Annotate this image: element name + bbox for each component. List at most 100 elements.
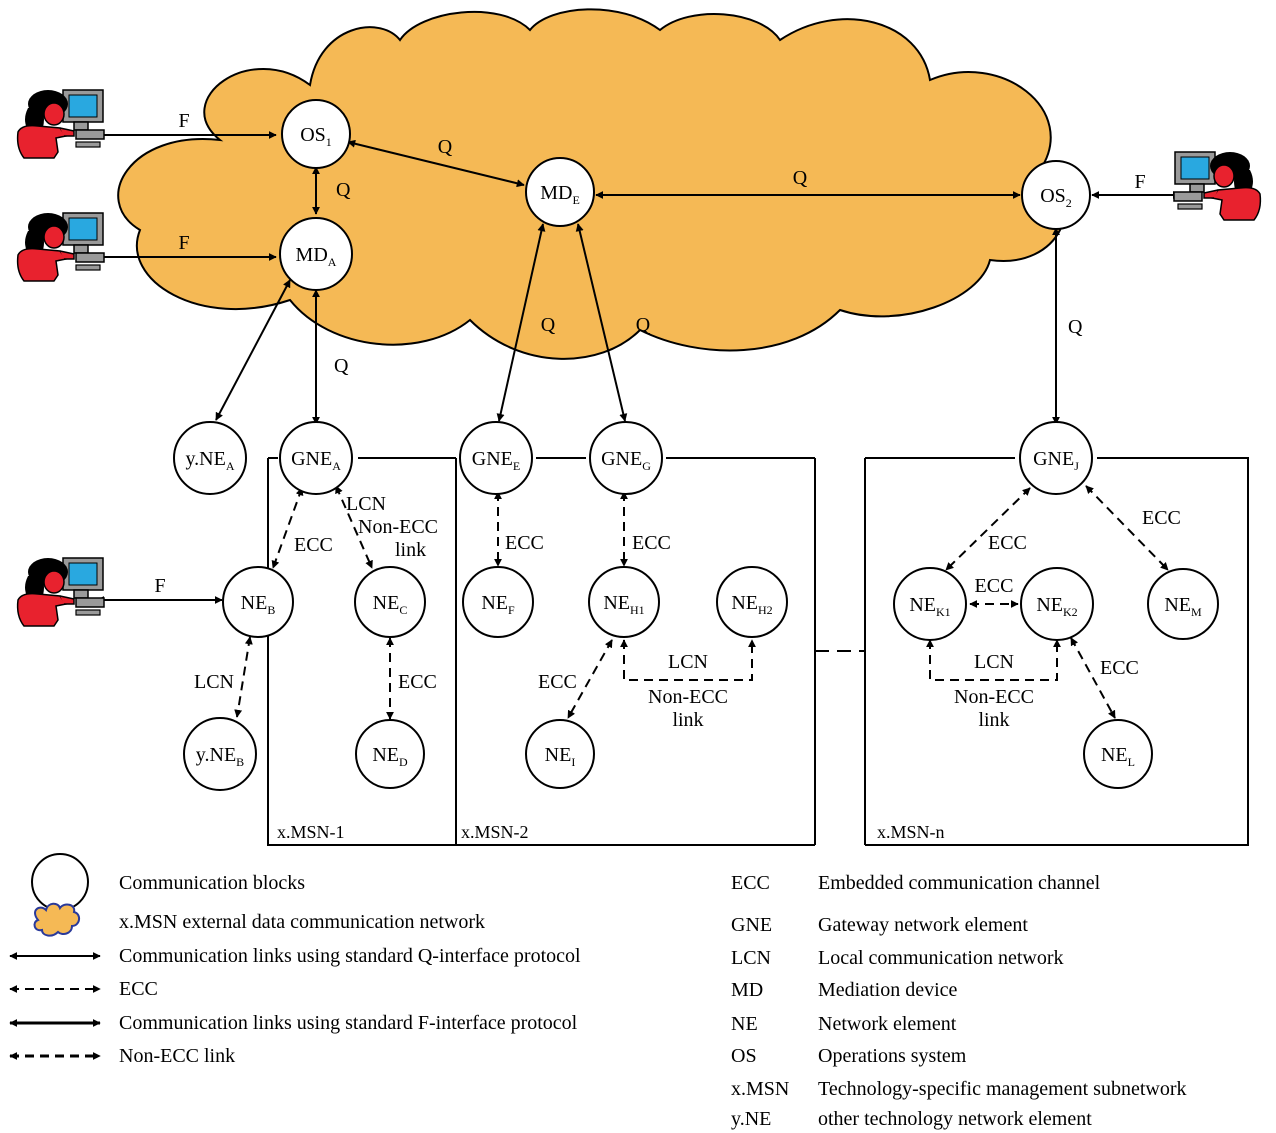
- node-label-ynb: y.NEB: [196, 744, 244, 769]
- node-yna: [173, 421, 247, 495]
- abbreviation-description: Technology-specific management subnetwor…: [818, 1078, 1186, 1100]
- link-label: ECC: [632, 532, 671, 554]
- legend-label-ecc: ECC: [119, 978, 158, 1000]
- node-nek2: [1020, 567, 1094, 641]
- subnetwork-label-msn1: x.MSN-1: [277, 822, 345, 842]
- link-label: LCN: [194, 671, 234, 693]
- node-nem: [1147, 568, 1219, 640]
- q-link-mde-gnee: [496, 223, 546, 422]
- node-gnee: [459, 421, 533, 495]
- abbreviation-term: OS: [731, 1045, 757, 1067]
- node-os2: [1021, 160, 1091, 230]
- abbreviation-term: NE: [731, 1013, 758, 1035]
- node-labels: OS1 MDA MDE OS2 y.NEA GNEA GNEE GNEG GNE…: [185, 124, 1202, 769]
- abbreviation-description: Embedded communication channel: [818, 872, 1101, 894]
- link-label: ECC: [1142, 507, 1181, 529]
- abbreviation-list: ECC Embedded communication channel GNE G…: [731, 872, 1186, 1130]
- cloud-icon: [33, 902, 80, 937]
- node-label-gnee: GNEE: [472, 448, 520, 473]
- node-label-gnea: GNEA: [291, 448, 341, 473]
- node-label-gnej: GNEJ: [1033, 448, 1079, 473]
- abbreviation-term: GNE: [731, 914, 772, 936]
- link-label: ECC: [505, 532, 544, 554]
- node-mde: [525, 157, 595, 227]
- legend-label-f-link: Communication links using standard F-int…: [119, 1012, 578, 1034]
- node-neh2: [716, 566, 788, 638]
- non-ecc-link-nek1-nek2: [926, 639, 1061, 681]
- abbreviation-term: LCN: [731, 947, 771, 969]
- operator-workstation-icon: [16, 89, 105, 159]
- node-gnea: [279, 421, 353, 495]
- link-label: F: [178, 232, 189, 254]
- abbreviation-term: MD: [731, 979, 763, 1001]
- non-ecc-link-neh1-neh2: [620, 639, 756, 681]
- operator-workstation-icon: [16, 557, 105, 627]
- abbreviation-term: ECC: [731, 872, 770, 894]
- abbreviation-term: x.MSN: [731, 1078, 789, 1100]
- abbreviation-description: Local communication network: [818, 947, 1063, 969]
- node-label-nef: NEF: [481, 592, 515, 617]
- legend-label-q-link: Communication links using standard Q-int…: [119, 945, 581, 967]
- legend-label-blocks: Communication blocks: [119, 872, 305, 894]
- link-label: Non-ECC: [358, 516, 438, 538]
- link-label: Q: [438, 136, 453, 158]
- node-gnej: [1019, 421, 1093, 495]
- link-label: ECC: [975, 575, 1014, 597]
- node-os1: [281, 99, 351, 169]
- solid-links: [96, 131, 1181, 604]
- link-label: Q: [334, 355, 349, 377]
- subnetwork-label-msn2: x.MSN-2: [461, 822, 529, 842]
- node-label-nem: NEM: [1164, 594, 1202, 619]
- link-label: link: [672, 709, 703, 731]
- link-label: ECC: [538, 671, 577, 693]
- node-mda: [279, 217, 353, 291]
- node-label-nei: NEI: [545, 744, 576, 769]
- node-label-gneg: GNEG: [601, 448, 651, 473]
- link-label: Non-ECC: [648, 686, 728, 708]
- node-ynb: [183, 717, 257, 791]
- node-label-os1: OS1: [300, 124, 332, 149]
- node-nek1: [893, 567, 967, 641]
- abbreviation-description: Operations system: [818, 1045, 967, 1067]
- link-label: Non-ECC: [954, 686, 1034, 708]
- node-nel: [1083, 719, 1153, 789]
- link-labels: F F F F Q Q Q Q Q Q Q ECC LCN Non-ECC li…: [154, 110, 1180, 731]
- subnetwork-labels: x.MSN-1 x.MSN-2 x.MSN-n: [277, 822, 945, 842]
- subnetwork-label-msnn: x.MSN-n: [877, 822, 945, 842]
- node-label-neh1: NEH1: [603, 592, 644, 617]
- link-label: Q: [636, 314, 651, 336]
- link-label: F: [1134, 171, 1145, 193]
- node-label-nec: NEC: [373, 592, 408, 617]
- subnetwork-gaps: [830, 456, 853, 847]
- node-label-nek2: NEK2: [1036, 594, 1077, 619]
- abbreviation-term: y.NE: [731, 1108, 771, 1130]
- link-label: F: [178, 110, 189, 132]
- ecc-link-gnea-neb: [271, 487, 304, 569]
- legend: Communication blocks x.MSN external data…: [9, 853, 581, 1067]
- node-nef: [462, 566, 534, 638]
- legend-label-cloud: x.MSN external data communication networ…: [119, 911, 485, 933]
- q-link-mde-gneg: [575, 223, 628, 422]
- link-label: F: [154, 575, 165, 597]
- link-label: ECC: [398, 671, 437, 693]
- node-nec: [354, 566, 426, 638]
- node-ned: [355, 719, 425, 789]
- node-label-neh2: NEH2: [731, 592, 772, 617]
- abbreviation-description: Gateway network element: [818, 914, 1028, 936]
- legend-block-icon: [31, 853, 89, 911]
- node-neb: [222, 566, 294, 638]
- node-label-neb: NEB: [241, 592, 276, 617]
- ecc-link-gnej-nem: [1085, 485, 1169, 571]
- lcn-link-neb-ynb: [234, 636, 253, 718]
- link-label: link: [978, 709, 1009, 731]
- node-neh1: [588, 566, 660, 638]
- node-label-mde: MDE: [540, 182, 580, 207]
- link-label: link: [395, 539, 426, 561]
- abbreviation-description: Mediation device: [818, 979, 958, 1001]
- link-label: Q: [1068, 316, 1083, 338]
- node-label-yna: y.NEA: [185, 448, 234, 473]
- link-label: ECC: [294, 534, 333, 556]
- link-label: Q: [336, 179, 351, 201]
- link-label: LCN: [668, 651, 708, 673]
